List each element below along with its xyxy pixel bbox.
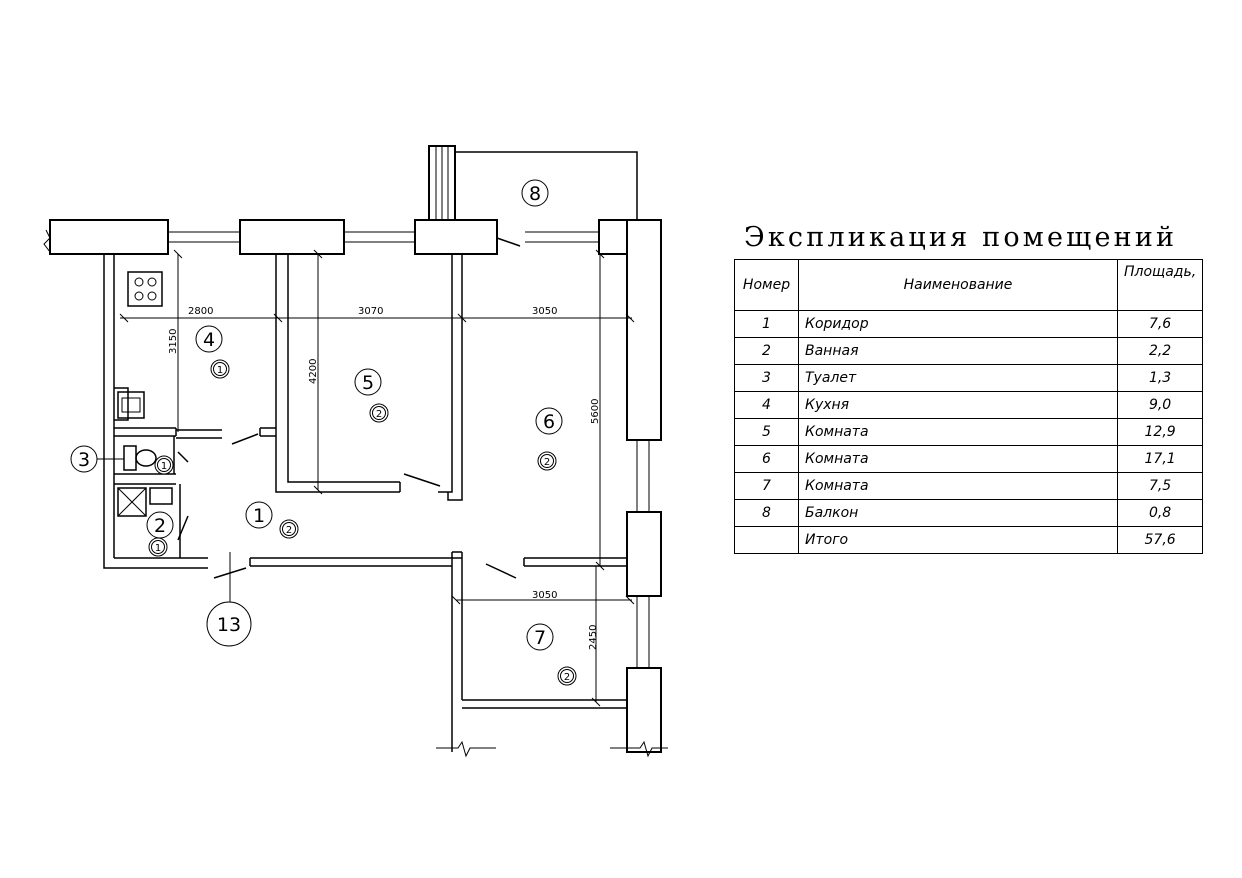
row-area: 9,0 xyxy=(1116,391,1204,419)
row-area: 7,5 xyxy=(1116,472,1204,500)
room-13-label: 13 xyxy=(217,614,241,636)
table-row: 1 Коридор 7,6 xyxy=(734,310,1204,338)
room-3-label: 3 xyxy=(78,449,90,471)
row-name: Балкон xyxy=(798,499,1118,527)
room-8-label: 8 xyxy=(529,183,541,205)
row-area: 12,9 xyxy=(1116,418,1204,446)
row-name: Ванная xyxy=(798,337,1118,365)
row-number: 4 xyxy=(734,391,799,419)
table-header-row: Номер Наименование Площадь, xyxy=(734,259,1204,311)
room-4-label: 4 xyxy=(203,329,215,351)
dim-room6-depth: 5600 xyxy=(590,399,601,424)
table-row: 4 Кухня 9,0 xyxy=(734,391,1204,419)
table-row: 6 Комната 17,1 xyxy=(734,445,1204,473)
doors xyxy=(177,433,517,579)
dim-room6-width: 3050 xyxy=(532,306,557,317)
dim-room5-depth: 4200 xyxy=(308,359,319,384)
dimensions: 2800 3070 3050 3150 4200 5600 3050 2450 xyxy=(119,249,635,707)
wall-top-left xyxy=(49,219,169,255)
toilet-icon xyxy=(123,445,137,471)
row-number: 5 xyxy=(734,418,799,446)
explication-table: Номер Наименование Площадь, 1 Коридор 7,… xyxy=(734,259,1204,554)
total-number xyxy=(734,526,799,554)
sink-icon xyxy=(117,391,145,419)
walls xyxy=(43,145,668,758)
table-row: 7 Комната 7,5 xyxy=(734,472,1204,500)
room-6-label: 6 xyxy=(543,411,555,433)
table-row: 2 Ванная 2,2 xyxy=(734,337,1204,365)
washbasin-icon xyxy=(149,487,173,505)
room-labels: 4 5 6 1 2 3 7 8 13 xyxy=(70,179,563,651)
dim-kitchen-width: 2800 xyxy=(188,306,213,317)
stove-icon xyxy=(127,271,163,307)
row-number: 6 xyxy=(734,445,799,473)
wall-top-mid xyxy=(239,219,345,255)
row-name: Комната xyxy=(798,445,1118,473)
room-2-label: 2 xyxy=(154,515,166,537)
table-row: 3 Туалет 1,3 xyxy=(734,364,1204,392)
wall-right-lower xyxy=(626,667,662,753)
row-name: Комната xyxy=(798,418,1118,446)
row-number: 7 xyxy=(734,472,799,500)
toilet-finish-mark: 1 xyxy=(161,461,167,472)
row-name: Комната xyxy=(798,472,1118,500)
dim-room7-depth: 2450 xyxy=(588,625,599,650)
row-number: 2 xyxy=(734,337,799,365)
total-name: Итого xyxy=(798,526,1118,554)
dim-kitchen-depth: 3150 xyxy=(168,329,179,354)
corridor-finish-mark: 2 xyxy=(286,525,292,536)
fixtures xyxy=(117,271,173,517)
kitchen-finish-mark: 1 xyxy=(217,365,223,376)
shower-icon xyxy=(117,487,147,517)
row-name: Коридор xyxy=(798,310,1118,338)
row-number: 8 xyxy=(734,499,799,527)
header-number: Номер xyxy=(734,259,799,311)
wall-right-upper xyxy=(626,219,662,441)
row-area: 2,2 xyxy=(1116,337,1204,365)
table-row: 8 Балкон 0,8 xyxy=(734,499,1204,527)
room-1-label: 1 xyxy=(253,505,265,527)
table-row: 5 Комната 12,9 xyxy=(734,418,1204,446)
wall-top-balcony xyxy=(414,219,498,255)
finish-marks: 1 2 2 1 2 1 2 xyxy=(148,359,577,686)
row-area: 0,8 xyxy=(1116,499,1204,527)
row-name: Туалет xyxy=(798,364,1118,392)
bath-finish-mark: 1 xyxy=(155,543,161,554)
total-area: 57,6 xyxy=(1116,526,1204,554)
row-name: Кухня xyxy=(798,391,1118,419)
dim-room5-width: 3070 xyxy=(358,306,383,317)
row-area: 7,6 xyxy=(1116,310,1204,338)
row-number: 1 xyxy=(734,310,799,338)
row-area: 1,3 xyxy=(1116,364,1204,392)
header-name: Наименование xyxy=(798,259,1118,311)
header-area: Площадь, xyxy=(1116,259,1204,311)
row-number: 3 xyxy=(734,364,799,392)
room-7-label: 7 xyxy=(534,627,546,649)
room7-finish-mark: 2 xyxy=(564,672,570,683)
table-total-row: Итого 57,6 xyxy=(734,526,1204,554)
room-5-label: 5 xyxy=(362,372,374,394)
room6-finish-mark: 2 xyxy=(544,457,550,468)
dim-room7-width: 3050 xyxy=(532,590,557,601)
wall-right-mid xyxy=(626,511,662,597)
explication-title: Экспликация помещений xyxy=(744,222,1178,253)
room5-finish-mark: 2 xyxy=(376,409,382,420)
row-area: 17,1 xyxy=(1116,445,1204,473)
